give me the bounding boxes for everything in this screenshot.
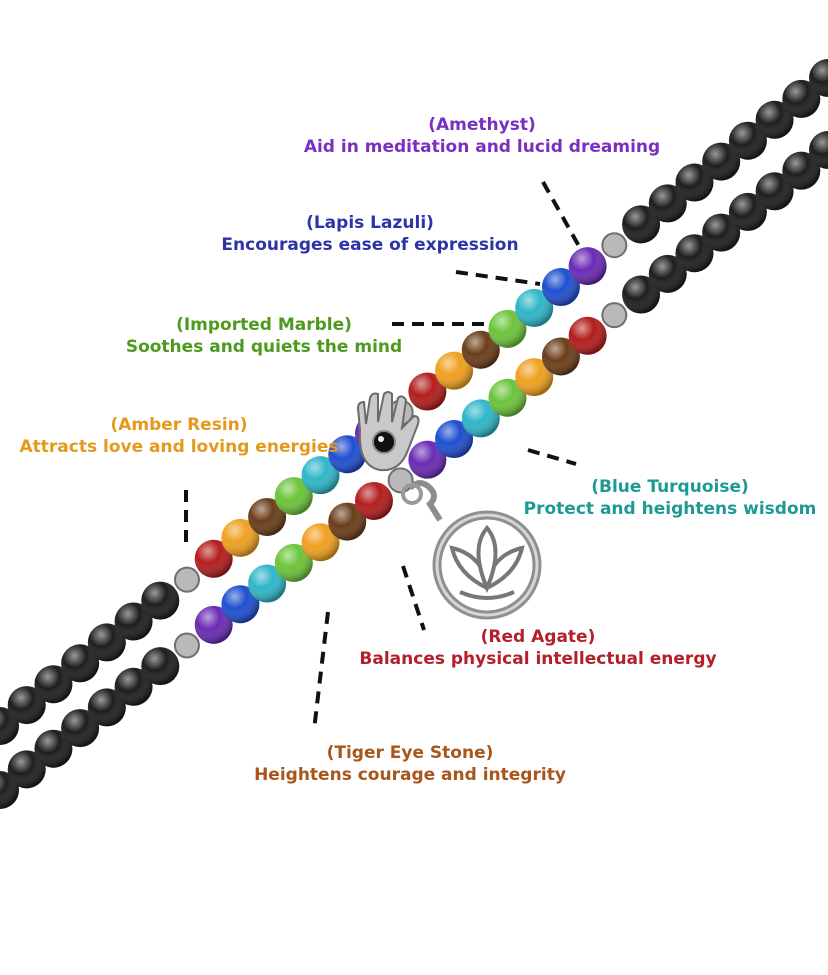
lava-bead	[675, 163, 714, 202]
label-amethyst-desc: Aid in meditation and lucid dreaming	[303, 137, 661, 157]
tiger-bead	[461, 330, 500, 369]
label-marble: (Imported Marble) Soothes and quiets the…	[116, 314, 412, 358]
label-lapis-desc: Encourages ease of expression	[221, 235, 519, 255]
marble-bead	[488, 378, 527, 417]
lava-bead	[34, 665, 73, 704]
label-lapis: (Lapis Lazuli) Encourages ease of expres…	[212, 212, 528, 256]
agate-bead	[408, 372, 447, 411]
lava-bead	[809, 131, 828, 169]
label-amber-name: (Amber Resin)	[110, 415, 248, 435]
amber-bead	[435, 351, 474, 390]
label-tiger-name: (Tiger Eye Stone)	[326, 743, 494, 763]
marble-bead	[274, 477, 313, 516]
spacer-bead	[173, 566, 200, 593]
label-lapis-name: (Lapis Lazuli)	[306, 213, 434, 233]
lava-bead	[622, 205, 661, 244]
lava-bead	[755, 172, 794, 211]
label-agate-name: (Red Agate)	[480, 627, 596, 647]
agate-bead	[568, 316, 607, 355]
lava-bead	[622, 275, 661, 314]
lava-bead	[114, 667, 153, 706]
tiger-bead	[328, 502, 367, 541]
lava-bead	[87, 688, 126, 727]
lava-bead	[34, 729, 73, 768]
lava-bead	[7, 750, 46, 789]
lava-bead	[702, 213, 741, 252]
annotation-leaders	[184, 181, 582, 731]
marble-bead	[274, 543, 313, 582]
amber-bead	[515, 358, 554, 397]
label-agate: (Red Agate) Balances physical intellectu…	[352, 626, 724, 670]
turquoise-bead	[515, 288, 554, 327]
amber-bead	[301, 523, 340, 562]
spacer-bead	[601, 232, 628, 259]
label-agate-desc: Balances physical intellectual energy	[359, 649, 717, 669]
turquoise-bead	[248, 564, 287, 603]
lava-bead	[87, 623, 126, 662]
lapis-bead	[328, 435, 367, 474]
amethyst-bead	[568, 247, 607, 286]
label-tiger-desc: Heightens courage and integrity	[254, 765, 566, 785]
spacer-bead	[173, 632, 200, 659]
lava-bead	[728, 121, 767, 160]
lapis-bead	[541, 268, 580, 307]
spacer-bead	[601, 302, 628, 329]
label-marble-desc: Soothes and quiets the mind	[125, 337, 403, 357]
hamsa-hand-charm	[356, 391, 420, 472]
lava-bead	[755, 100, 794, 139]
lava-bead	[114, 602, 153, 641]
lava-bead	[782, 79, 821, 118]
bracelet-strand-upper	[0, 59, 828, 745]
lava-bead	[648, 184, 687, 223]
lava-bead	[61, 709, 100, 748]
label-turquoise-name: (Blue Turquoise)	[591, 477, 749, 497]
turquoise-bead	[301, 456, 340, 495]
label-tiger: (Tiger Eye Stone) Heightens courage and …	[244, 742, 576, 786]
lapis-bead	[221, 585, 260, 624]
lava-bead	[728, 192, 767, 231]
label-amber-desc: Attracts love and loving energies	[19, 437, 339, 457]
label-amethyst: (Amethyst) Aid in meditation and lucid d…	[292, 114, 672, 158]
agate-bead	[354, 481, 393, 520]
amethyst-bead	[408, 440, 447, 479]
label-turquoise-desc: Protect and heightens wisdom	[523, 499, 817, 519]
label-turquoise: (Blue Turquoise) Protect and heightens w…	[514, 476, 826, 520]
marble-bead	[488, 309, 527, 348]
lava-bead	[809, 59, 828, 97]
label-amethyst-name: (Amethyst)	[428, 115, 536, 135]
lava-bead	[648, 254, 687, 293]
lava-bead	[61, 644, 100, 683]
lotus-pendant-charm	[401, 480, 542, 620]
agate-bead	[194, 539, 233, 578]
tiger-bead	[541, 337, 580, 376]
lava-bead	[141, 581, 180, 620]
bracelet-strand-lower	[0, 131, 828, 809]
label-amber: (Amber Resin) Attracts love and loving e…	[4, 414, 354, 458]
turquoise-bead	[461, 399, 500, 438]
lava-bead	[675, 234, 714, 273]
label-marble-name: (Imported Marble)	[176, 315, 352, 335]
lava-bead	[141, 647, 180, 686]
lava-bead	[7, 686, 46, 725]
amethyst-bead	[194, 605, 233, 644]
lapis-bead	[435, 420, 474, 459]
lava-bead	[782, 151, 821, 190]
tiger-bead	[248, 497, 287, 536]
spacer-bead	[387, 467, 414, 494]
amber-bead	[221, 518, 260, 557]
lava-bead	[702, 142, 741, 181]
